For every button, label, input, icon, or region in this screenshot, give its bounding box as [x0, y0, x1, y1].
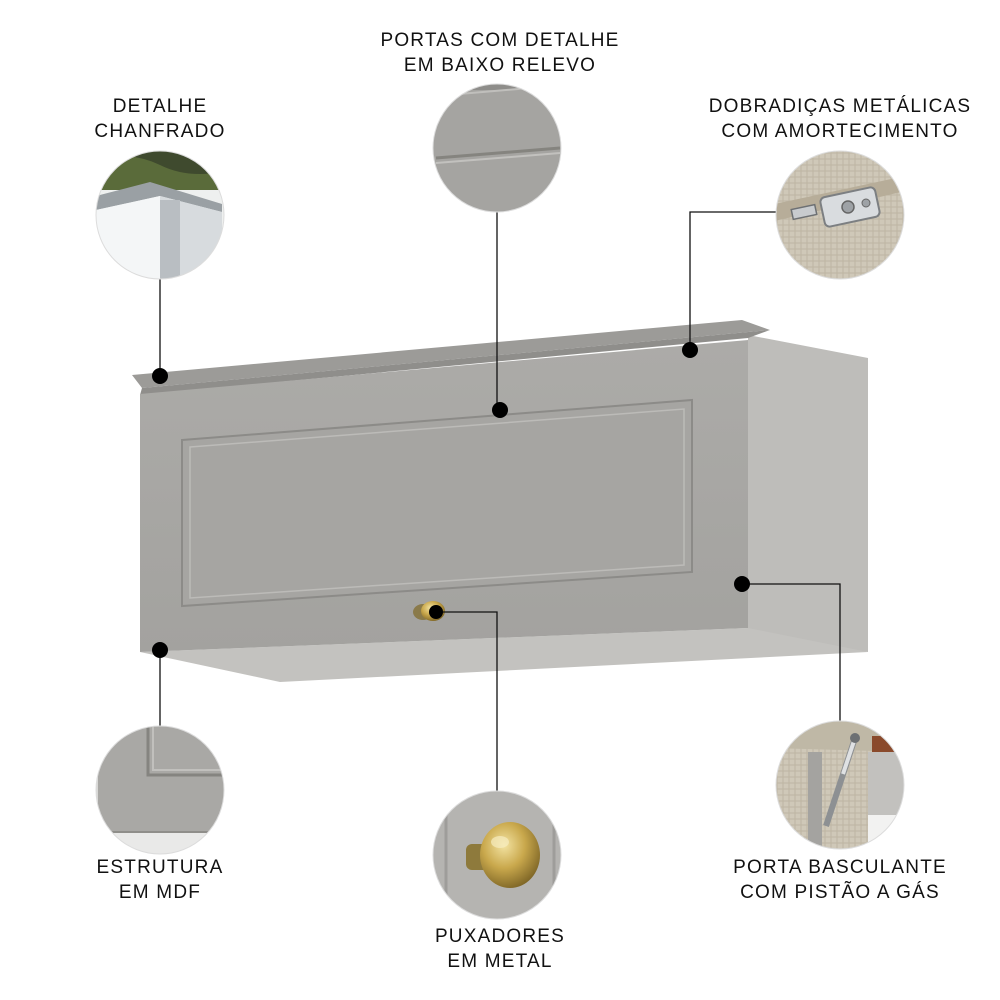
estrutura-line2: EM MDF [118, 882, 202, 903]
chamfered-edge-icon [96, 151, 224, 279]
door-recessed-panel [181, 398, 693, 608]
dot-estrutura [152, 642, 168, 658]
chanfrado-line1: DETALHE [112, 96, 208, 117]
dot-dobradicas [682, 342, 698, 358]
hinge-icon [776, 151, 904, 279]
dot-chanfrado [152, 368, 168, 384]
cabinet-top-edge [132, 320, 770, 388]
puxadores-line1: PUXADORES [434, 926, 566, 947]
cabinet-side-panel [748, 335, 868, 652]
estrutura-line1: ESTRUTURA [96, 857, 224, 878]
chanfrado-line2: CHANFRADO [94, 121, 226, 142]
callout-label-basculante: PORTA BASCULANTE COM PISTÃO A GÁS [700, 855, 980, 905]
callout-label-dobradicas: DOBRADIÇAS METÁLICAS COM AMORTECIMENTO [690, 94, 990, 144]
mdf-structure-icon [96, 726, 224, 854]
leader-lines [159, 211, 841, 791]
callout-label-estrutura: ESTRUTURA EM MDF [60, 855, 260, 905]
cabinet [132, 320, 868, 682]
dobradicas-line1: DOBRADIÇAS METÁLICAS [708, 96, 972, 117]
dot-basculante [734, 576, 750, 592]
callout-label-chanfrado: DETALHE CHANFRADO [60, 94, 260, 144]
portas-line2: EM BAIXO RELEVO [403, 55, 597, 76]
puxadores-line2: EM METAL [447, 951, 553, 972]
metal-knob-icon [433, 791, 561, 919]
dot-portas [492, 402, 508, 418]
basculante-line1: PORTA BASCULANTE [733, 857, 947, 878]
callout-label-puxadores: PUXADORES EM METAL [380, 924, 620, 974]
cabinet-bottom-panel [140, 628, 868, 682]
callout-dots [152, 342, 750, 658]
door-relief-icon [433, 84, 561, 212]
dot-puxadores [429, 605, 443, 619]
gas-piston-icon [776, 721, 904, 849]
callout-label-portas: PORTAS COM DETALHE EM BAIXO RELEVO [340, 28, 660, 78]
dobradicas-line2: COM AMORTECIMENTO [721, 121, 959, 142]
portas-line1: PORTAS COM DETALHE [380, 30, 620, 51]
basculante-line2: COM PISTÃO A GÁS [740, 882, 940, 903]
